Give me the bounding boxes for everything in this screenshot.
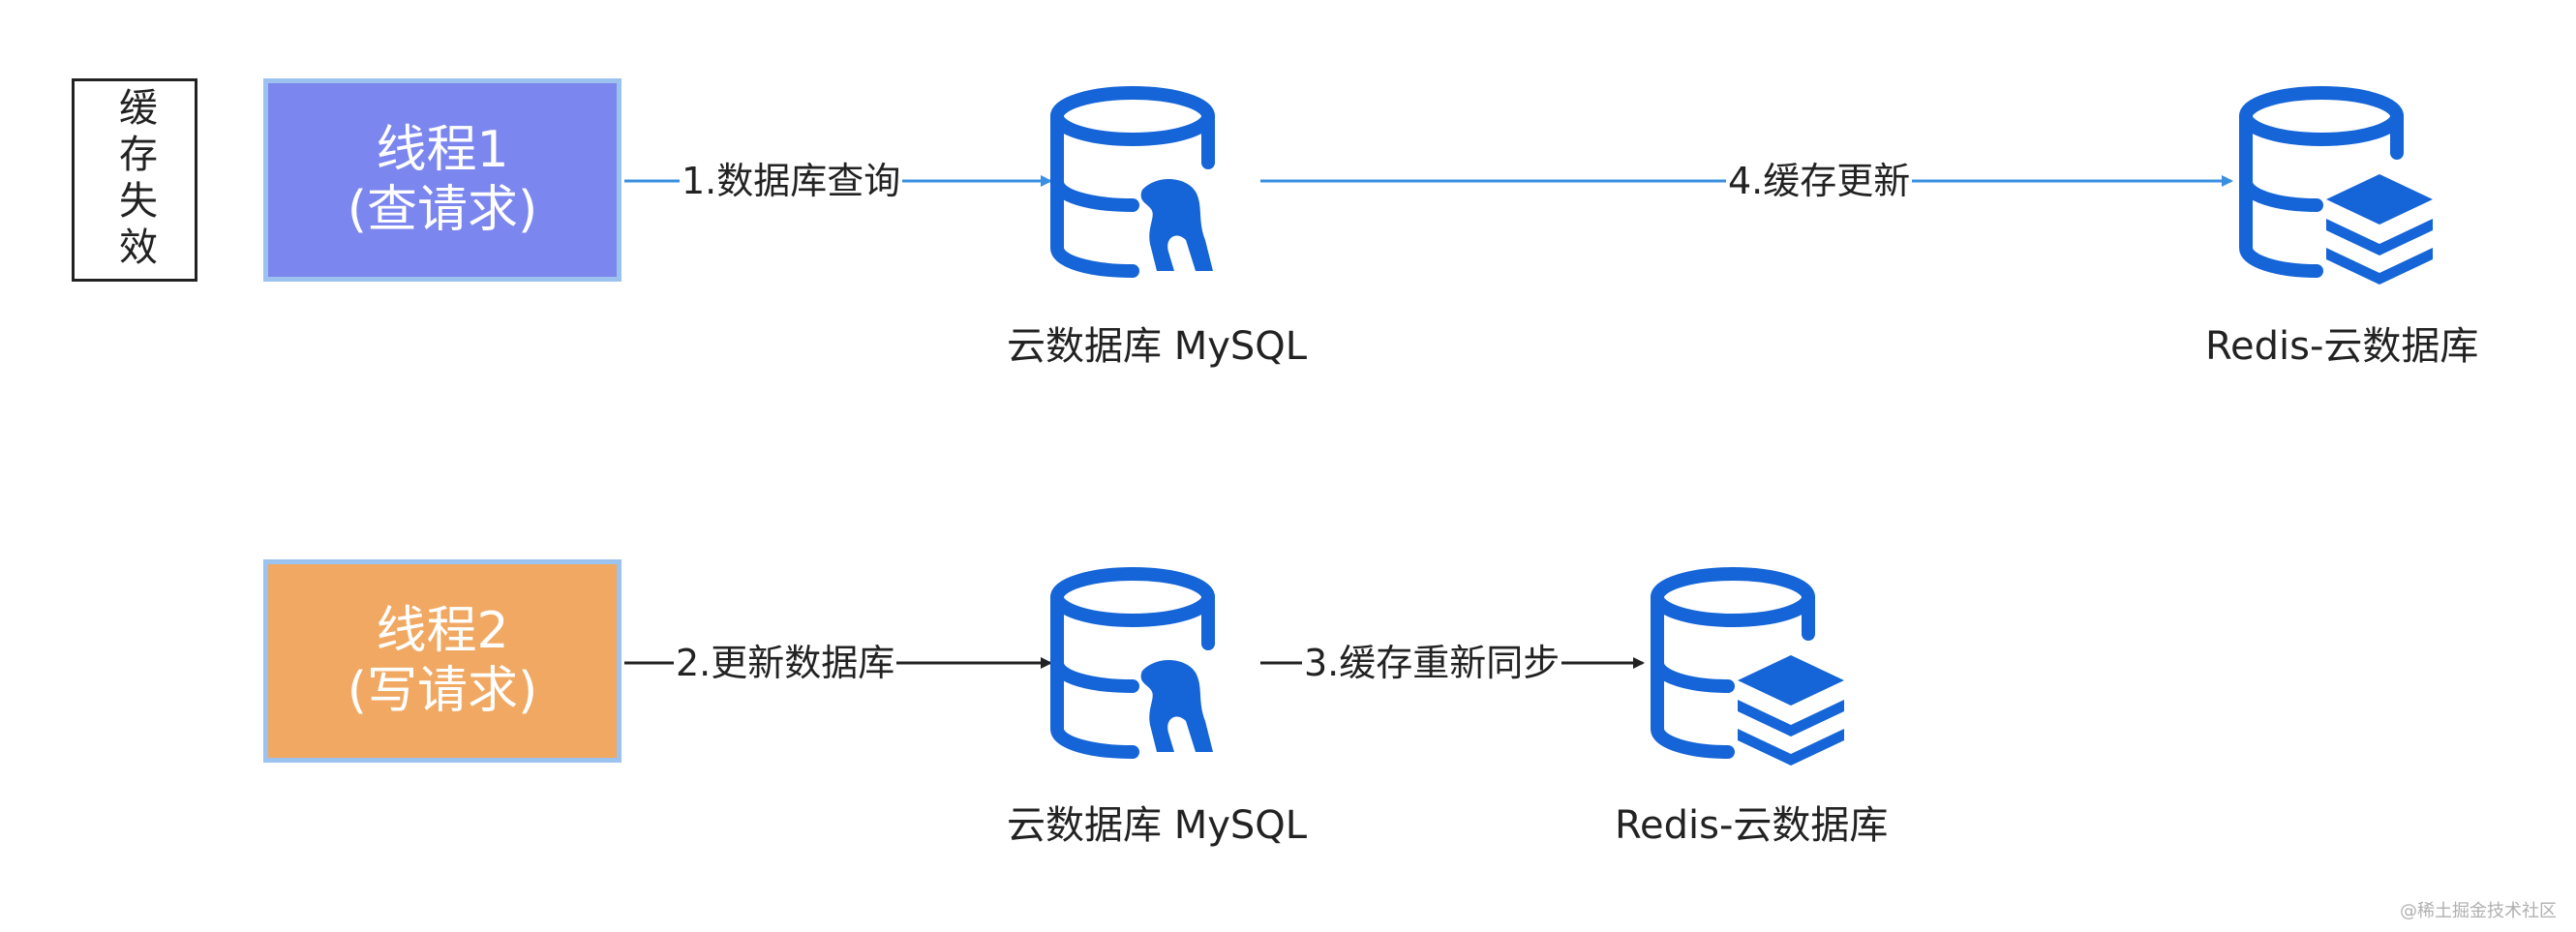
mysql-database-icon	[1050, 567, 1215, 759]
redis-database-icon	[1651, 567, 1844, 766]
thread1-subtitle: (查请求)	[347, 181, 538, 239]
watermark: @稀土掘金技术社区	[2400, 901, 2557, 921]
redis-top-caption: Redis-云数据库	[2205, 324, 2479, 369]
thread1-box: 线程1 (查请求)	[263, 78, 621, 282]
redis-bottom-caption: Redis-云数据库	[1615, 803, 1889, 848]
redis-database-icon	[2239, 86, 2433, 285]
thread1-title: 线程1	[376, 120, 509, 179]
thread2-title: 线程2	[376, 601, 509, 660]
edge-label-cache-update: 4.缓存更新	[1726, 160, 1913, 202]
mysql-top-caption: 云数据库 MySQL	[1007, 324, 1308, 369]
thread2-subtitle: (写请求)	[347, 662, 538, 720]
cache-invalid-label: 缓存失效	[72, 78, 197, 282]
mysql-database-icon	[1050, 86, 1215, 278]
edge-label-update-db: 2.更新数据库	[674, 642, 897, 684]
cache-invalid-text: 缓存失效	[112, 87, 157, 273]
edge-label-query-db: 1.数据库查询	[680, 160, 903, 202]
thread2-box: 线程2 (写请求)	[263, 559, 621, 763]
mysql-bottom-caption: 云数据库 MySQL	[1007, 803, 1308, 848]
edge-label-cache-resync: 3.缓存重新同步	[1302, 642, 1562, 684]
